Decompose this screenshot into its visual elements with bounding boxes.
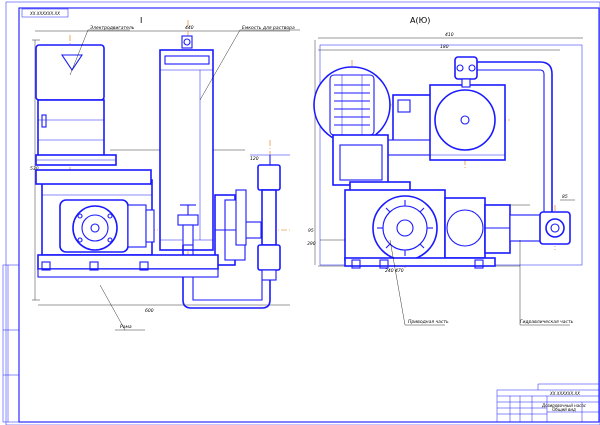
- right-view: 410 180 470 390: [307, 32, 583, 326]
- dim-small-2: 240: [385, 268, 394, 274]
- callout-base: Рама: [120, 324, 132, 330]
- callout-pressure-tank: Емкость для раствора: [242, 25, 295, 31]
- view-label-left: I: [140, 16, 142, 25]
- dim-left-height: 530: [30, 166, 39, 172]
- view-label-right: А(Ю): [410, 16, 430, 25]
- dim-small-4: 95: [308, 228, 314, 234]
- dim-left-bottom: 600: [145, 308, 154, 314]
- callout-drive-part: Приводная часть: [408, 319, 449, 325]
- title-block: [496, 383, 600, 423]
- callout-hydraulic-part: Гидравлическая часть: [520, 319, 574, 325]
- left-view: 530 440 330 600: [30, 20, 300, 331]
- code-top-text: ХХ.ХХХХХХ.ХХ: [29, 11, 60, 16]
- dim-right-top: 410: [445, 32, 454, 38]
- dim-right-height: 390: [307, 241, 316, 247]
- dim-small-3: 85: [562, 194, 568, 200]
- code-stamp: ХХ.ХХХХХХ.ХХ: [549, 391, 580, 396]
- title-line-1: Дозировочный насос: [541, 403, 587, 408]
- dim-left-top: 440: [185, 25, 194, 31]
- dim-right-mid: 180: [440, 44, 449, 50]
- callout-motor: Электродвигатель: [89, 25, 135, 31]
- dim-right-bottom: 470: [395, 268, 404, 274]
- title-line-2: Общий вид: [552, 407, 576, 412]
- code-stamp-top: ХХ.ХХХХХХ.ХХ: [21, 8, 69, 18]
- dim-small-1: 120: [250, 156, 259, 162]
